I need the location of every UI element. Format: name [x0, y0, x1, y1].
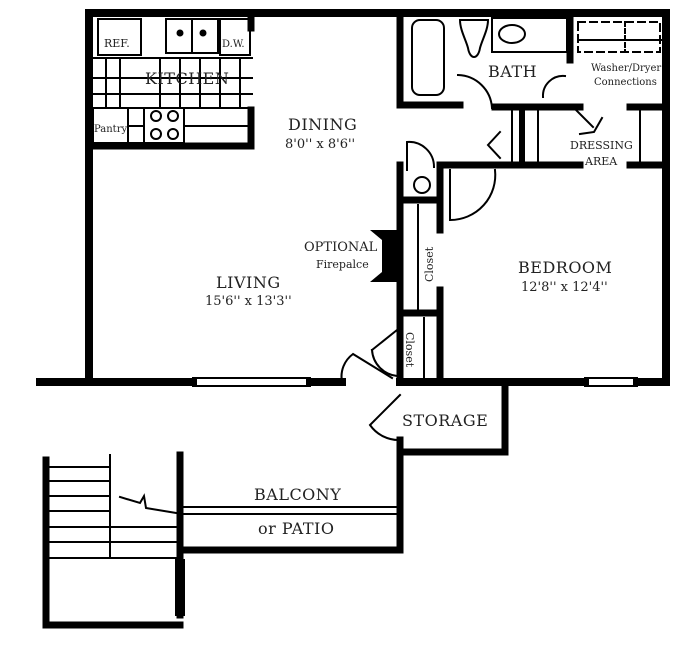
washer-line2: Connections	[594, 77, 657, 88]
balcony-line2: or PATIO	[258, 519, 334, 538]
closet-doors	[340, 140, 497, 384]
bedroom-dims: 12'8'' x 12'4''	[521, 280, 608, 295]
ref-label: REF.	[104, 37, 130, 50]
fireplace-line2: Firepalce	[316, 258, 369, 271]
dining-dims: 8'0'' x 8'6''	[285, 137, 355, 152]
bath-fixtures	[411, 17, 666, 168]
closet2-label: Closet	[403, 332, 416, 368]
dressing-line1: DRESSING	[570, 139, 633, 152]
exterior-walls	[36, 9, 670, 386]
living-label: LIVING	[216, 273, 281, 292]
bedroom-label: BEDROOM	[518, 258, 612, 277]
closet1-label: Closet	[423, 246, 436, 282]
storage-walls	[42, 378, 509, 629]
balcony-details	[49, 393, 402, 559]
storage-label: STORAGE	[402, 411, 488, 430]
kitchen-label: KITCHEN	[145, 69, 229, 88]
dw-label: D.W.	[222, 39, 245, 50]
living-dims: 15'6'' x 13'3''	[205, 294, 292, 309]
washer-line1: Washer/Dryer	[591, 63, 661, 74]
center-walls	[396, 161, 499, 386]
dining-label: DINING	[288, 115, 357, 134]
kitchen-walls	[85, 9, 255, 150]
fireplace-line1: OPTIONAL	[304, 240, 378, 255]
fireplace	[370, 230, 398, 282]
pantry-label: Pantry	[94, 124, 127, 135]
bath-label: BATH	[488, 62, 537, 81]
balcony-line1: BALCONY	[254, 485, 341, 504]
dressing-line2: AREA	[584, 155, 618, 168]
